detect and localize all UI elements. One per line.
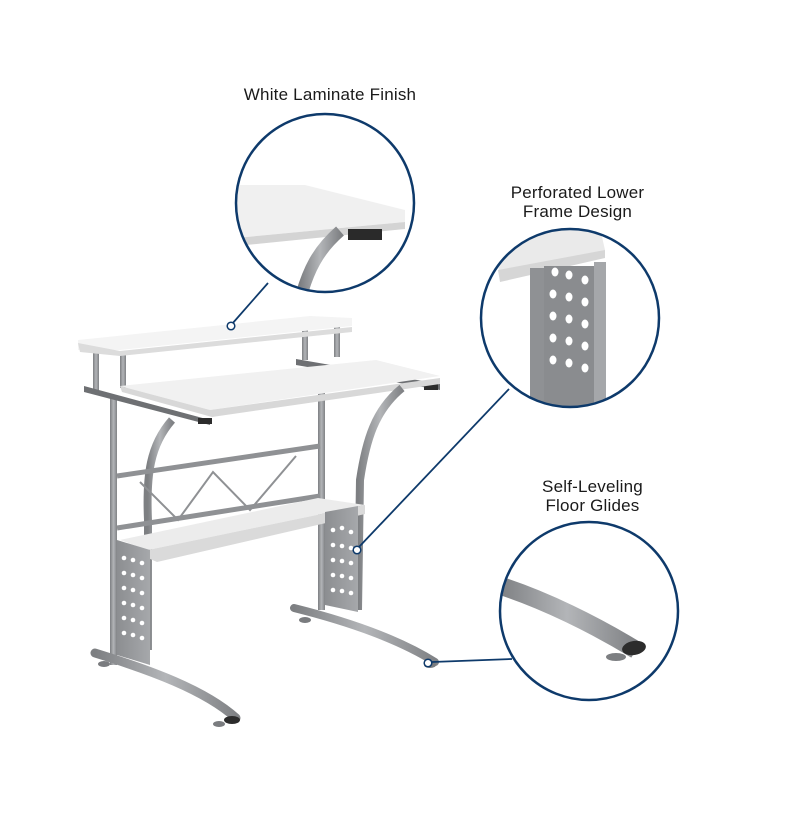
callout-white-laminate <box>226 112 416 331</box>
label-line: White Laminate Finish <box>243 85 417 104</box>
monitor-shelf <box>78 316 352 356</box>
label-line: Frame Design <box>522 202 633 221</box>
perforated-panel-left <box>117 540 150 665</box>
callout-floor-glides <box>423 520 680 702</box>
leader-dot <box>423 658 433 668</box>
callout-label-perforated-frame: Perforated Lower Frame Design <box>490 183 665 221</box>
leader-line <box>231 282 269 325</box>
leader-line <box>357 388 510 549</box>
callout-label-floor-glides: Self-Leveling Floor Glides <box>520 477 665 515</box>
desk <box>78 316 440 727</box>
callout-ring <box>498 520 680 702</box>
desktop-surface <box>120 360 440 417</box>
label-line: Self-Leveling <box>542 477 643 496</box>
white-laminate-top-closeup <box>236 185 405 292</box>
leader-dot <box>226 321 236 331</box>
label-line: Perforated Lower <box>510 183 645 202</box>
callout-ring <box>234 112 416 294</box>
floor-glide-closeup <box>500 576 646 661</box>
perforated-panel-right <box>325 506 358 612</box>
leader-line <box>431 658 513 663</box>
leader-dot <box>352 545 362 555</box>
lower-shelf <box>120 498 365 562</box>
callout-label-white-laminate: White Laminate Finish <box>225 85 435 104</box>
label-line: Floor Glides <box>545 496 640 515</box>
callout-ring <box>479 227 661 409</box>
